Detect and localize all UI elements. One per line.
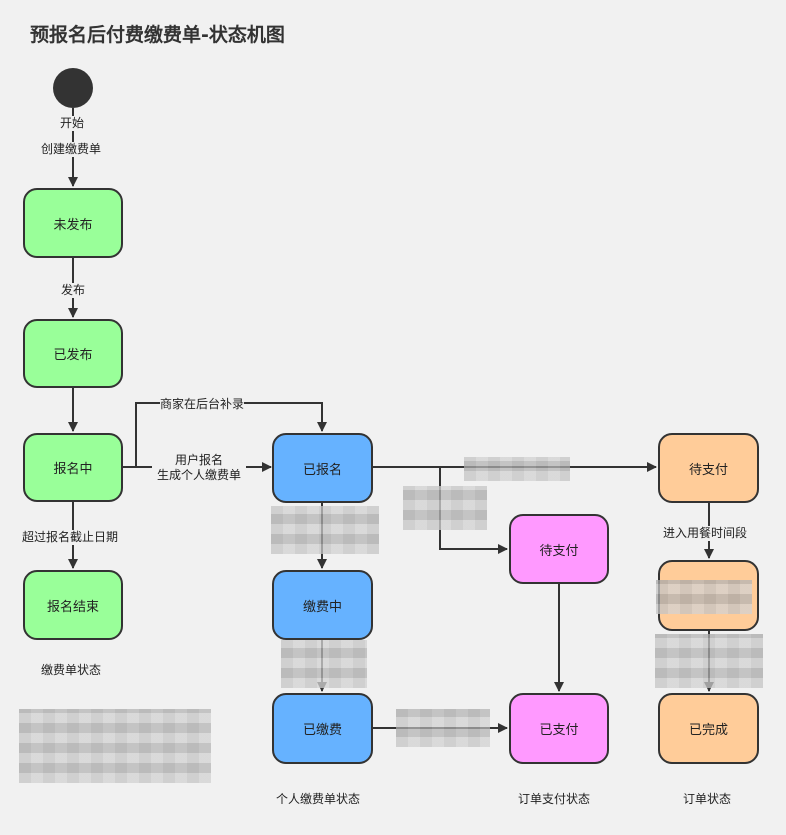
- edge-label-user-enroll-line2: 生成个人缴费单: [156, 468, 241, 482]
- edge-label-user-enroll-line1: 用户报名: [174, 453, 223, 467]
- redacted-note: [19, 709, 211, 783]
- edge-label-user-enroll: 用户报名 生成个人缴费单: [152, 453, 246, 483]
- redacted-edge-label: [403, 486, 487, 530]
- state-enroll-ended: 报名结束: [23, 570, 123, 640]
- state-order-status-pending: 待支付: [658, 433, 759, 503]
- caption-personal-fee-status: 个人缴费单状态: [276, 792, 361, 806]
- edge-label-backend-add: 商家在后台补录: [160, 397, 245, 412]
- redacted-edge-label: [396, 709, 490, 747]
- state-unpublished: 未发布: [23, 188, 123, 258]
- state-paid-fee: 已缴费: [272, 693, 373, 764]
- state-published: 已发布: [23, 319, 123, 388]
- caption-order-pay-status: 订单支付状态: [518, 792, 591, 806]
- edge-label-publish: 发布: [61, 283, 86, 298]
- redacted-edge-label: [281, 640, 367, 688]
- state-order-pending-pay: 待支付: [509, 514, 609, 584]
- caption-order-status: 订单状态: [683, 792, 732, 806]
- caption-fee-status: 缴费单状态: [41, 663, 102, 677]
- page-title: 预报名后付费缴费单-状态机图: [30, 24, 285, 46]
- state-paying: 缴费中: [272, 570, 373, 640]
- redacted-node-text: [656, 580, 752, 614]
- redacted-edge-label: [271, 506, 379, 554]
- edge-label-enter-meal: 进入用餐时间段: [663, 526, 748, 541]
- edge-label-deadline: 超过报名截止日期: [22, 530, 119, 545]
- edge-label-create: 创建缴费单: [41, 142, 102, 157]
- start-node: [53, 68, 93, 108]
- state-order-paid: 已支付: [509, 693, 609, 764]
- redacted-edge-label: [655, 634, 763, 688]
- redacted-edge-label: [464, 457, 570, 481]
- state-enrolling: 报名中: [23, 433, 123, 502]
- state-registered: 已报名: [272, 433, 373, 503]
- start-label: 开始: [60, 116, 85, 131]
- state-order-status-complete: 已完成: [658, 693, 759, 764]
